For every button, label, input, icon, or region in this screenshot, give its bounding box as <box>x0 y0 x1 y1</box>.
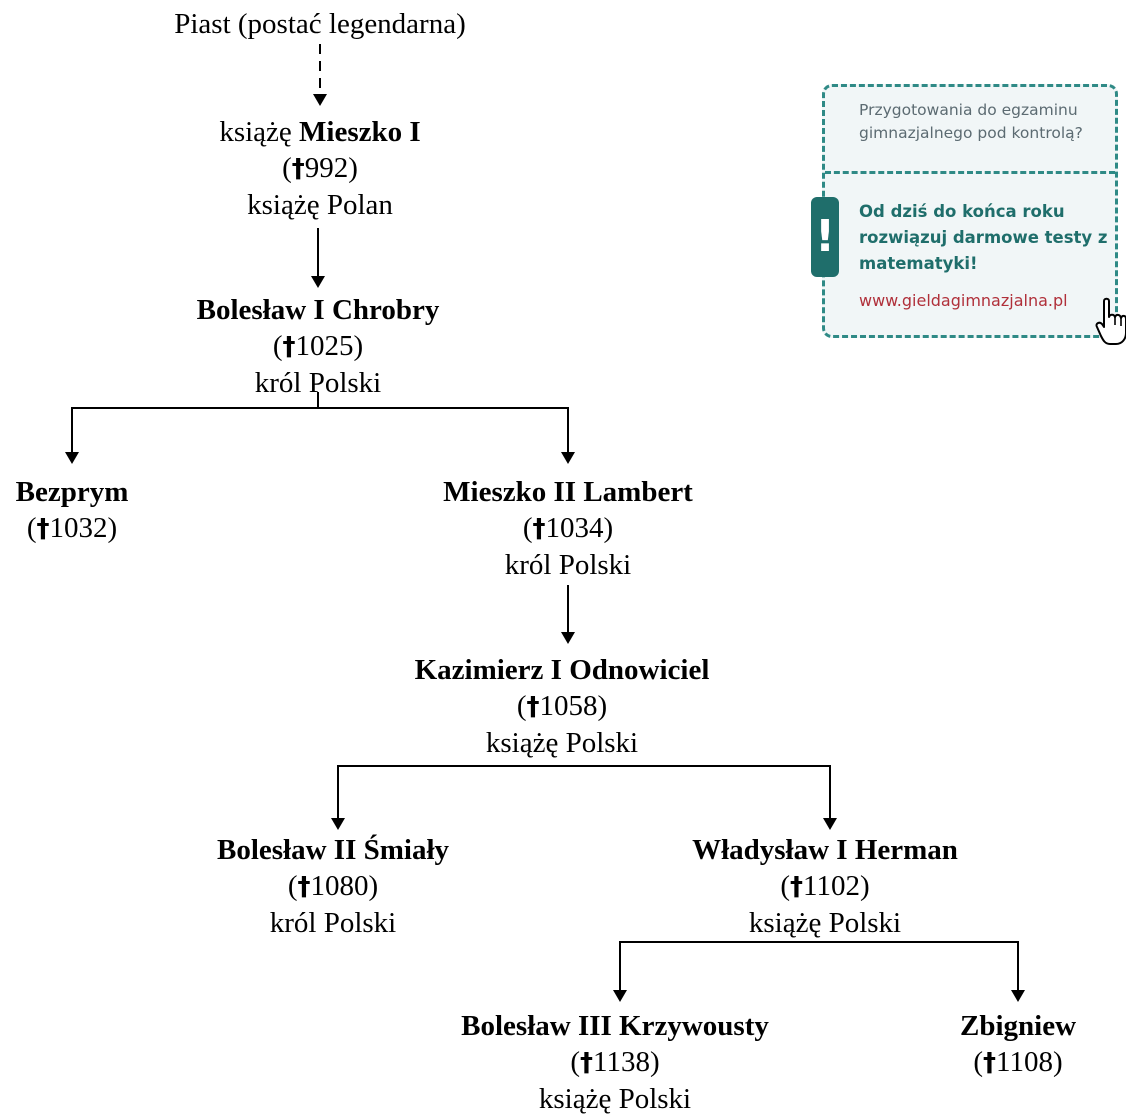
cross-icon: † <box>282 332 296 362</box>
mieszko1-prefix: książę <box>219 116 300 148</box>
node-boleslaw-2: Bolesław II Śmiały (†1080) król Polski <box>217 832 449 941</box>
boleslaw3-death-year: 1138 <box>593 1046 650 1078</box>
boleslaw2-death-year: 1080 <box>310 870 369 902</box>
mieszko2-name: Mieszko II Lambert <box>443 476 693 508</box>
bezprym-death: (†1032) <box>26 512 118 544</box>
wladyslaw1-title: książę Polski <box>748 907 902 939</box>
mieszko1-name-line: książę Mieszko I <box>219 114 420 150</box>
wladyslaw1-death: (†1102) <box>780 870 870 902</box>
mieszko2-title: król Polski <box>504 549 632 581</box>
bezprym-death-year: 1032 <box>49 512 108 544</box>
boleslaw3-title: książę Polski <box>538 1083 692 1115</box>
boleslaw2-name: Bolesław II Śmiały <box>216 834 450 866</box>
ad-top-text: Przygotowania do egzaminu gimnazjalnego … <box>859 101 1083 142</box>
node-piast: Piast (postać legendarna) <box>174 6 466 42</box>
branch-kazimierz <box>337 765 831 818</box>
mieszko2-death-year: 1034 <box>545 512 604 544</box>
zbigniew-death-year: 1108 <box>996 1046 1053 1078</box>
hand-pointer-icon <box>1095 297 1126 345</box>
bezprym-name: Bezprym <box>15 476 129 508</box>
kazimierz1-death: (†1058) <box>516 690 608 722</box>
node-kazimierz-1: Kazimierz I Odnowiciel (†1058) książę Po… <box>415 652 710 761</box>
node-mieszko-1: książę Mieszko I (†992) książę Polan <box>219 114 420 223</box>
exclamation-icon: ! <box>811 197 839 277</box>
boleslaw1-death-year: 1025 <box>295 330 354 362</box>
kazimierz1-death-year: 1058 <box>539 690 598 722</box>
cross-icon: † <box>532 514 546 544</box>
branch-wladyslaw <box>619 941 1019 990</box>
cross-icon: † <box>790 872 804 902</box>
wladyslaw1-name: Władysław I Herman <box>692 834 958 866</box>
kazimierz1-name: Kazimierz I Odnowiciel <box>414 654 710 686</box>
boleslaw2-title: król Polski <box>269 907 397 939</box>
mieszko1-death: (†992) <box>282 152 358 184</box>
cross-icon: † <box>36 514 50 544</box>
node-bezprym: Bezprym (†1032) <box>16 474 129 547</box>
ad-banner[interactable]: Przygotowania do egzaminu gimnazjalnego … <box>811 84 1126 345</box>
piast-label: Piast (postać legendarna) <box>174 8 466 40</box>
ad-link[interactable]: www.gieldagimnazjalna.pl <box>859 291 1068 310</box>
boleslaw1-name: Bolesław I Chrobry <box>196 294 440 326</box>
boleslaw3-name: Bolesław III Krzywousty <box>461 1010 769 1042</box>
cross-icon: † <box>526 692 540 722</box>
ad-main-text: Od dziś do końca roku rozwiązuj darmowe … <box>859 202 1108 273</box>
boleslaw1-death: (†1025) <box>272 330 364 362</box>
zbigniew-death: (†1108) <box>973 1046 1063 1078</box>
zbigniew-name: Zbigniew <box>959 1010 1077 1042</box>
cross-icon: † <box>297 872 311 902</box>
node-wladyslaw-1: Władysław I Herman (†1102) książę Polski <box>692 832 958 941</box>
cross-icon: † <box>291 154 305 184</box>
kazimierz1-title: książę Polski <box>485 727 639 759</box>
mieszko1-death-year: 992 <box>304 152 349 184</box>
wladyslaw1-death-year: 1102 <box>803 870 860 902</box>
boleslaw2-death: (†1080) <box>287 870 379 902</box>
node-boleslaw-3: Bolesław III Krzywousty (†1138) książę P… <box>461 1008 769 1117</box>
cross-icon: † <box>580 1048 594 1078</box>
node-zbigniew: Zbigniew (†1108) <box>960 1008 1076 1081</box>
mieszko2-death: (†1034) <box>522 512 614 544</box>
ad-divider <box>825 171 1115 174</box>
cross-icon: † <box>983 1048 997 1078</box>
node-boleslaw-1: Bolesław I Chrobry (†1025) król Polski <box>197 292 440 401</box>
boleslaw3-death: (†1138) <box>570 1046 660 1078</box>
mieszko1-name: Mieszko I <box>299 116 421 148</box>
node-mieszko-2: Mieszko II Lambert (†1034) król Polski <box>443 474 693 583</box>
boleslaw1-title: król Polski <box>254 367 382 399</box>
mieszko1-title: książę Polan <box>247 189 393 221</box>
branch-boleslaw1 <box>71 407 569 452</box>
